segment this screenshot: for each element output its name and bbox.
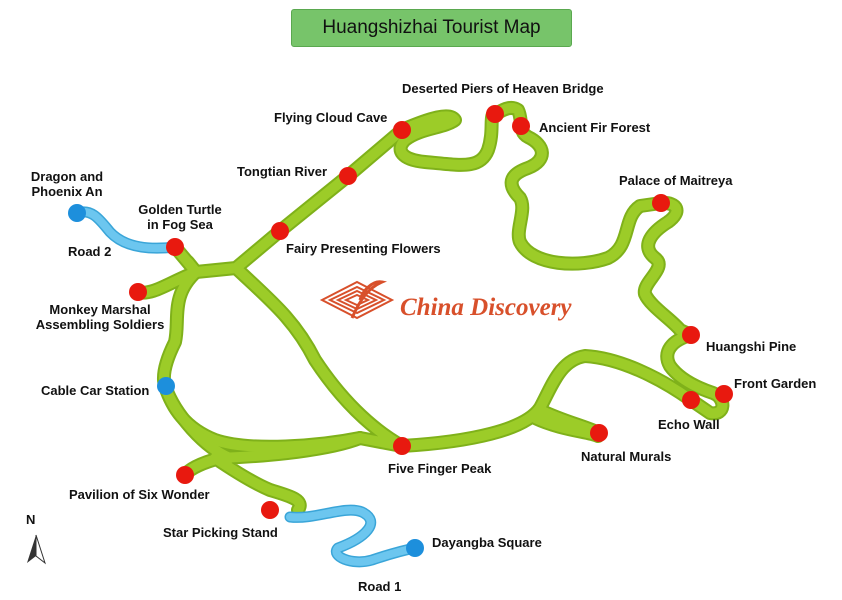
label-deserted-piers[interactable]: Deserted Piers of Heaven Bridge (402, 81, 604, 96)
label-cable-car-station[interactable]: Cable Car Station (41, 383, 150, 398)
north-label: N (26, 512, 36, 527)
marker-fairy-presenting-flowers[interactable] (271, 222, 289, 240)
markers (68, 105, 733, 557)
trail-network (131, 100, 730, 517)
label-road-2: Road 2 (68, 244, 112, 259)
label-dayangba-square[interactable]: Dayangba Square (432, 535, 542, 550)
label-ancient-fir-forest[interactable]: Ancient Fir Forest (539, 120, 651, 135)
marker-palace-of-maitreya[interactable] (652, 194, 670, 212)
map-title: Huangshizhai Tourist Map (291, 9, 572, 47)
marker-dayangba-square[interactable] (406, 539, 424, 557)
marker-echo-wall[interactable] (682, 391, 700, 409)
label-fairy-presenting-flowers[interactable]: Fairy Presenting Flowers (286, 241, 441, 256)
marker-monkey-marshal[interactable] (129, 283, 147, 301)
marker-front-garden[interactable] (715, 385, 733, 403)
label-five-finger-peak[interactable]: Five Finger Peak (388, 461, 492, 476)
logo-text: China Discovery (400, 294, 572, 321)
label-star-picking-stand[interactable]: Star Picking Stand (163, 525, 278, 540)
marker-pavilion-six-wonder[interactable] (176, 466, 194, 484)
marker-deserted-piers[interactable] (486, 105, 504, 123)
road-network (71, 206, 421, 568)
marker-natural-murals[interactable] (590, 424, 608, 442)
marker-huangshi-pine[interactable] (682, 326, 700, 344)
north-arrow-icon (27, 534, 46, 565)
marker-flying-cloud-cave[interactable] (393, 121, 411, 139)
label-front-garden[interactable]: Front Garden (734, 376, 817, 391)
label-pavilion-six-wonder[interactable]: Pavilion of Six Wonder (69, 487, 210, 502)
marker-cable-car-station[interactable] (157, 377, 175, 395)
marker-star-picking-stand[interactable] (261, 501, 279, 519)
label-palace-of-maitreya[interactable]: Palace of Maitreya (619, 173, 733, 188)
label-flying-cloud-cave[interactable]: Flying Cloud Cave (274, 110, 388, 125)
marker-dragon-phoenix[interactable] (68, 204, 86, 222)
label-echo-wall[interactable]: Echo Wall (658, 417, 720, 432)
label-huangshi-pine[interactable]: Huangshi Pine (706, 339, 797, 354)
marker-golden-turtle[interactable] (166, 238, 184, 256)
label-natural-murals[interactable]: Natural Murals (581, 449, 672, 464)
marker-tongtian-river[interactable] (339, 167, 357, 185)
label-road-1: Road 1 (358, 579, 402, 594)
china-discovery-logo-icon (319, 280, 395, 320)
marker-ancient-fir-forest[interactable] (512, 117, 530, 135)
marker-five-finger-peak[interactable] (393, 437, 411, 455)
label-tongtian-river[interactable]: Tongtian River (237, 164, 328, 179)
